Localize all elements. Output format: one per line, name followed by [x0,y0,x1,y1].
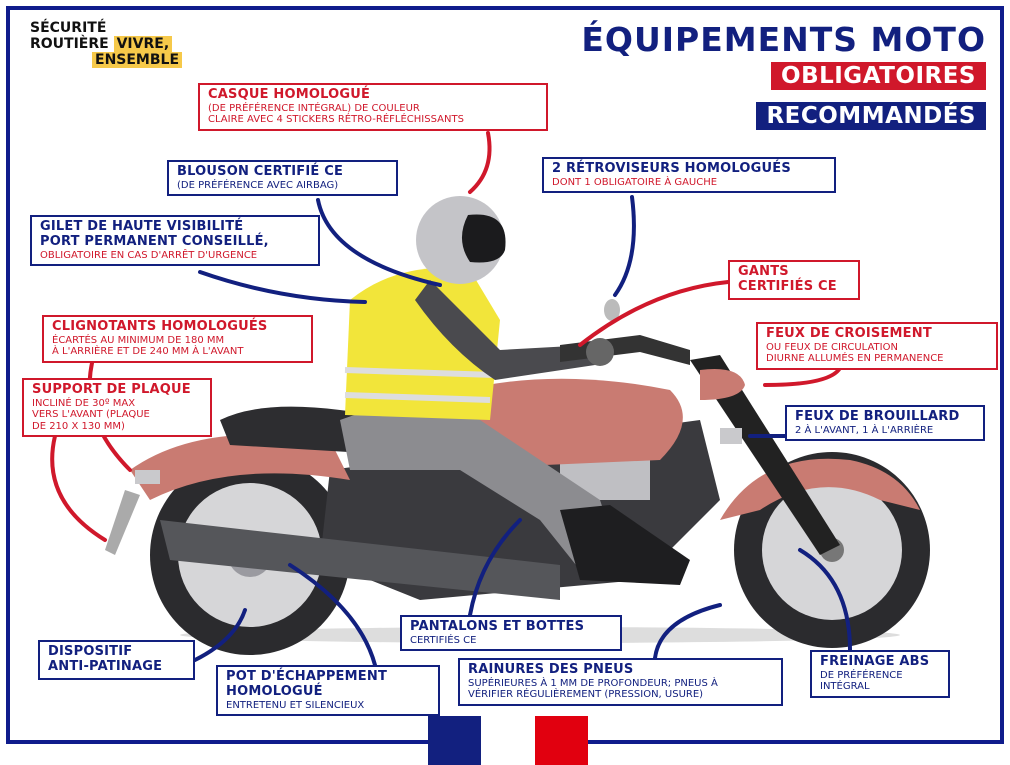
callout-text: À L'ARRIÈRE ET DE 240 MM À L'AVANT [52,346,244,358]
callout-title: SUPPORT DE PLAQUE [32,382,191,397]
callout-support-plaque: SUPPORT DE PLAQUE INCLINÉ DE 30º MAX VER… [22,378,212,438]
vest-reflective-stripes [344,367,496,403]
callout-title: CLIGNOTANTS HOMOLOGUÉS [52,319,268,334]
callout-text: VÉRIFIER RÉGULIÈREMENT (PRESSION, USURE) [468,689,704,701]
callout-title: CASQUE HOMOLOGUÉ [208,87,371,102]
legend-recommended: RECOMMANDÉS [756,102,986,130]
callout-title: HOMOLOGUÉ [226,683,323,699]
callout-rainures-pneus: RAINURES DES PNEUS SUPÉRIEURES À 1 MM DE… [458,658,783,706]
rider-arm [415,280,595,380]
callout-title: 2 RÉTROVISEURS HOMOLOGUÉS [552,161,791,176]
callout-feux-brouillard: FEUX DE BROUILLARD 2 À L'AVANT, 1 À L'AR… [785,405,985,442]
callout-pot-echappement: POT D'ÉCHAPPEMENT HOMOLOGUÉ ENTRETENU ET… [216,665,440,717]
rider-boot [560,505,690,585]
brand-line1: SÉCURITÉ [30,20,107,36]
callout-text: SUPÉRIEURES À 1 MM DE PROFONDEUR; PNEUS … [468,677,718,689]
callout-title: FEUX DE CROISEMENT [766,326,932,341]
callout-title: BLOUSON CERTIFIÉ CE [177,164,344,179]
callout-title: ANTI-PATINAGE [48,658,163,674]
callout-title: PORT PERMANENT CONSEILLÉ, [40,233,269,249]
callout-text: 2 À L'AVANT, 1 À L'ARRIÈRE [795,424,934,436]
callout-pantalons-bottes: PANTALONS ET BOTTES CERTIFIÉS CE [400,615,622,652]
callout-text: ÉCARTÉS AU MINIMUM DE 180 MM [52,334,225,346]
headlight [700,369,745,400]
callout-title: FREINAGE ABS [820,654,930,669]
callout-text: DE PRÉFÉRENCE [820,669,903,681]
callout-text: CERTIFIÉS CE [410,634,477,646]
brand-logo: SÉCURITÉ ROUTIÈRE VIVRE, ENSEMBLE [30,20,183,68]
glove [586,338,614,366]
callout-anti-patinage: DISPOSITIF ANTI-PATINAGE [38,640,195,680]
callout-retroviseurs: 2 RÉTROVISEURS HOMOLOGUÉS DONT 1 OBLIGAT… [542,157,836,194]
page-title: ÉQUIPEMENTS MOTO [581,20,986,59]
callout-gants: GANTS CERTIFIÉS CE [728,260,860,300]
callout-text: INTÉGRAL [820,681,870,693]
rider-vest [345,268,500,420]
fog-light [720,428,742,444]
callout-lines [50,131,852,667]
callout-text: OU FEUX DE CIRCULATION [766,341,898,353]
callout-title: CERTIFIÉS CE [738,278,837,294]
callout-text: (DE PRÉFÉRENCE AVEC AIRBAG) [177,179,339,191]
rear-light [135,470,160,484]
callout-title: GANTS [738,264,789,279]
callout-text: CLAIRE AVEC 4 STICKERS RÉTRO-RÉFLÉCHISSA… [208,114,464,126]
callout-freinage-abs: FREINAGE ABS DE PRÉFÉRENCE INTÉGRAL [810,650,950,698]
rear-fender [130,434,350,500]
callout-gilet: GILET DE HAUTE VISIBILITÉ PORT PERMANENT… [30,215,320,267]
callout-text: OBLIGATOIRE EN CAS D'ARRÊT D'URGENCE [40,249,258,261]
callout-feux-croisement: FEUX DE CROISEMENT OU FEUX DE CIRCULATIO… [756,322,998,370]
mirror [604,299,620,321]
brand-vivre: VIVRE, [113,36,173,52]
callout-clignotants: CLIGNOTANTS HOMOLOGUÉS ÉCARTÉS AU MINIMU… [42,315,313,363]
callout-title: POT D'ÉCHAPPEMENT [226,669,388,684]
helmet [416,196,506,284]
callout-text: VERS L'AVANT (PLAQUE [32,409,150,421]
plate-support [105,490,140,555]
callout-casque: CASQUE HOMOLOGUÉ (DE PRÉFÉRENCE INTÉGRAL… [198,83,548,131]
callout-text: DIURNE ALLUMÉS EN PERMANENCE [766,353,944,365]
callout-title: GILET DE HAUTE VISIBILITÉ [40,219,244,234]
brand-line2: ROUTIÈRE [30,36,109,52]
callout-text: ENTRETENU ET SILENCIEUX [226,699,365,711]
callout-title: FEUX DE BROUILLARD [795,409,960,424]
callout-title: DISPOSITIF [48,644,133,659]
brand-ensemble: ENSEMBLE [92,52,183,68]
callout-text: DONT 1 OBLIGATOIRE À GAUCHE [552,176,718,188]
callout-text: DE 210 X 130 MM) [32,420,125,432]
legend-mandatory: OBLIGATOIRES [771,62,986,90]
callout-text: (DE PRÉFÉRENCE INTÉGRAL) DE COULEUR [208,102,420,114]
callout-title: RAINURES DES PNEUS [468,662,634,677]
callout-blouson: BLOUSON CERTIFIÉ CE (DE PRÉFÉRENCE AVEC … [167,160,398,197]
exhaust [160,520,560,600]
rider-legs [340,405,620,570]
front-fork [690,355,840,555]
republique-francaise-logo [428,716,588,765]
callout-title: PANTALONS ET BOTTES [410,619,585,634]
callout-text: INCLINÉ DE 30º MAX [32,397,136,409]
